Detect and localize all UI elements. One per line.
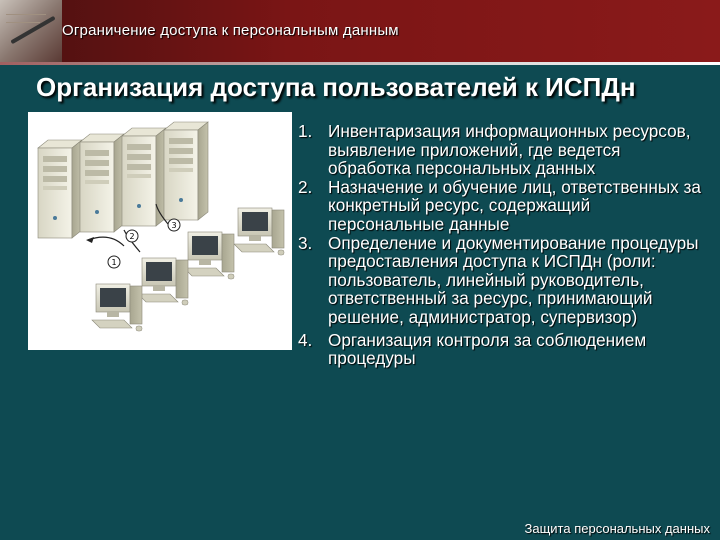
step-label: 1: [111, 258, 116, 267]
header-bar: Ограничение доступа к персональным данны…: [0, 0, 720, 62]
list-number: 4.: [298, 329, 313, 350]
slide-title: Организация доступа пользователей к ИСПД…: [36, 72, 636, 102]
network-illustration: 1 2 3: [28, 112, 292, 350]
list-number: 1.: [298, 121, 313, 141]
numbered-list: 1. Инвентаризация информационных ресурсо…: [298, 122, 708, 368]
list-item: 4. Организация контроля за соблюдением п…: [298, 329, 708, 369]
list-number: 2.: [298, 176, 313, 197]
list-text: Определение и документирование процедуры…: [328, 232, 699, 327]
step-label: 3: [171, 221, 176, 230]
list-item: 3. Определение и документирование процед…: [298, 232, 708, 327]
list-item: 1. Инвентаризация информационных ресурсо…: [298, 122, 708, 178]
list-item: 2. Назначение и обучение лиц, ответствен…: [298, 178, 708, 234]
list-number: 3.: [298, 232, 313, 253]
pen-paper-image: [0, 0, 62, 62]
list-text: Инвентаризация информационных ресурсов, …: [328, 121, 691, 179]
footer-text: Защита персональных данных: [524, 521, 711, 536]
list-text: Назначение и обучение лиц, ответственных…: [328, 176, 701, 234]
step-label: 2: [129, 232, 134, 241]
list-text: Организация контроля за соблюдением проц…: [328, 329, 647, 369]
header-divider: [0, 62, 720, 65]
header-title: Ограничение доступа к персональным данны…: [62, 22, 399, 39]
